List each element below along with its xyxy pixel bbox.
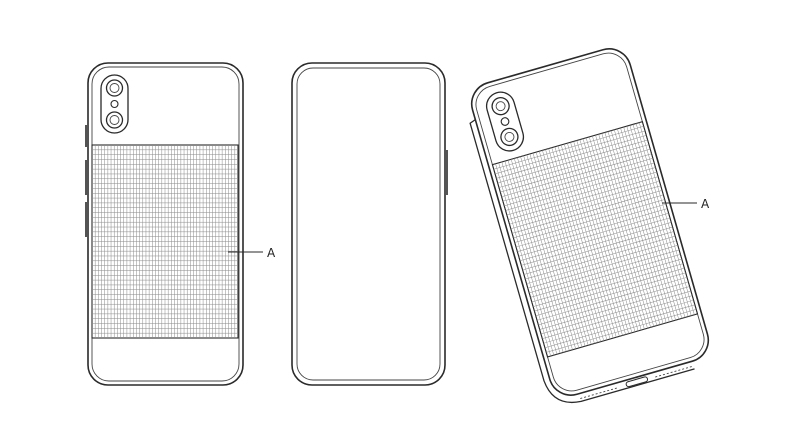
grid-line (517, 208, 668, 252)
grid-line (536, 277, 688, 321)
grid-line (508, 176, 659, 220)
grid-line (546, 309, 697, 353)
grid-line (533, 263, 684, 307)
grid-line (526, 240, 677, 284)
charging-port (625, 376, 649, 388)
camera-lens-icon (109, 115, 120, 125)
speaker-grille (580, 366, 692, 399)
front-screen-edge (296, 67, 441, 381)
grid-line (501, 153, 652, 197)
perspective-side-edge (469, 119, 695, 403)
grid-line (534, 267, 685, 312)
perspective-camera-module (485, 91, 525, 152)
grid-line (543, 299, 694, 344)
back-outer-body (87, 62, 244, 386)
callout-label-a: A (267, 246, 276, 260)
grid-line (497, 139, 648, 184)
flash-icon (110, 99, 119, 109)
perspective-outer-body (470, 48, 710, 396)
grid-line (515, 203, 667, 248)
grid-lines (493, 122, 697, 357)
camera-lens-icon (105, 111, 124, 129)
grid-line (504, 162, 655, 207)
grid-line (529, 249, 680, 294)
grid-line (506, 171, 657, 216)
phone-front-view (291, 62, 448, 386)
flash-icon (500, 117, 510, 126)
camera-lens-icon (500, 127, 519, 147)
grid-line (539, 286, 690, 330)
grid-line (521, 222, 672, 266)
grid-line (496, 135, 647, 179)
grid-line (544, 304, 695, 349)
grid-line (505, 167, 656, 211)
camera-lens-icon (491, 97, 510, 116)
camera-lens-icon (109, 83, 120, 93)
grid-line (527, 245, 678, 289)
grid-line (535, 272, 686, 316)
camera-lens-icon (105, 79, 124, 97)
grid-line (500, 148, 651, 193)
grid-line (509, 180, 660, 225)
camera-lens-icon (504, 131, 515, 142)
camera-housing (100, 74, 129, 134)
grid-line (531, 258, 682, 303)
grid-line (498, 144, 650, 188)
grid-lines (92, 145, 238, 338)
front-outer-body (291, 62, 446, 386)
camera-housing (485, 91, 525, 152)
grid-line (538, 281, 689, 326)
grid-line (519, 217, 671, 262)
grid-line (530, 254, 681, 298)
grid-line (522, 226, 673, 271)
grid-line (518, 212, 669, 257)
grid-line (510, 185, 661, 230)
phone-perspective-view (469, 48, 710, 403)
grid-line (540, 290, 692, 335)
grid-line (542, 295, 693, 339)
solar-grid-panel (91, 144, 239, 339)
grid-line (513, 194, 664, 239)
grid-line (525, 235, 676, 280)
grid-line (523, 231, 674, 275)
back-camera-module (100, 74, 129, 134)
grid-line (514, 199, 665, 243)
grid-line (502, 158, 653, 202)
grid-line (493, 126, 644, 170)
solar-grid-panel (491, 120, 699, 358)
callout-label-a: A (701, 197, 710, 211)
grid-line (512, 190, 663, 234)
phone-back-view: A (85, 62, 276, 386)
grid-line (494, 130, 646, 175)
camera-lens-icon (495, 101, 506, 112)
